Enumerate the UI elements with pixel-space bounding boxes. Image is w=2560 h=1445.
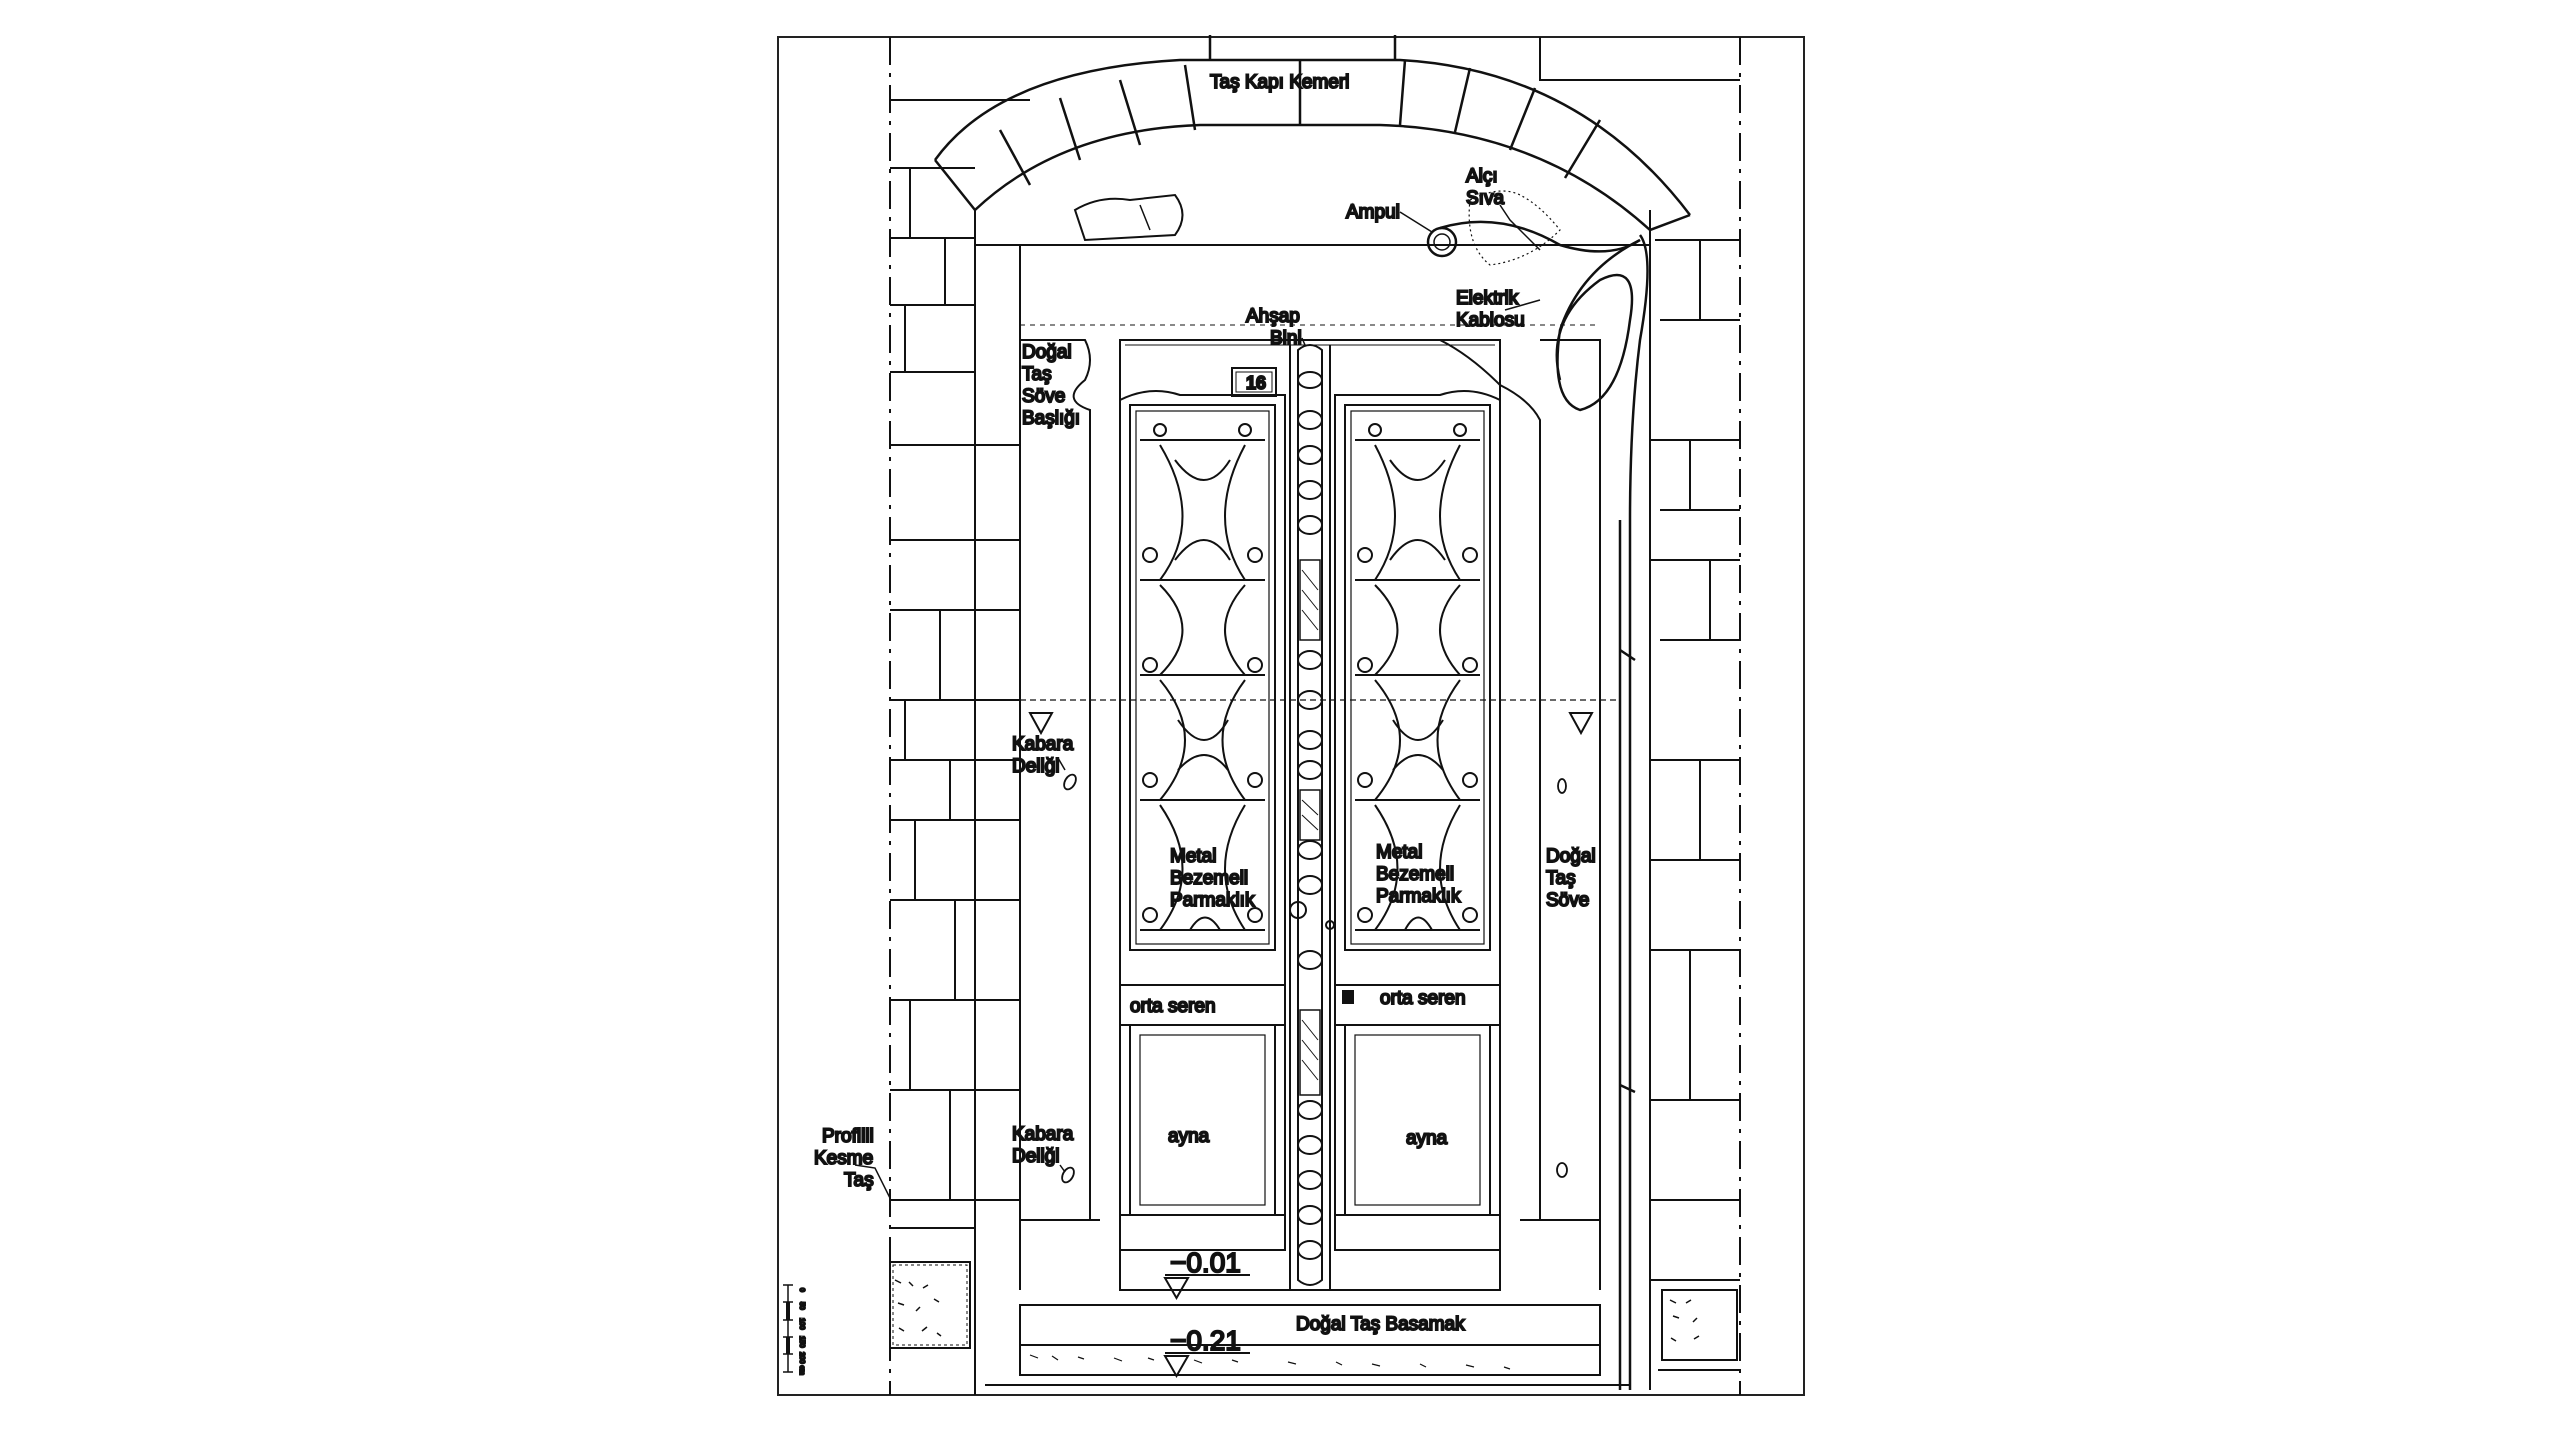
label-arch: Taş Kapı Kemeri — [1210, 72, 1349, 93]
label-profiled-stone-3: Taş — [844, 1170, 874, 1191]
label-knocker-hole-lower-1: Kabara — [1012, 1124, 1074, 1145]
drawing-frame — [777, 36, 1805, 1396]
label-profiled-stone-2: Kesme — [814, 1148, 873, 1169]
house-number: 16 — [1246, 373, 1266, 393]
label-cable-1: Elektrik — [1456, 288, 1519, 309]
scale-tick-200: 200 cm — [798, 1352, 805, 1375]
label-jamb-right-2: Taş — [1546, 868, 1576, 889]
scale-bar — [783, 1284, 793, 1373]
level-door: −0.01 — [1170, 1247, 1241, 1278]
label-grille-left-3: Parmaklık — [1170, 890, 1255, 911]
label-rail-left: orta seren — [1130, 996, 1216, 1017]
electric-cable — [1439, 220, 1649, 1390]
label-plaster-2: Sıva — [1466, 188, 1504, 209]
label-bulb: Ampul — [1346, 202, 1400, 223]
label-grille-right-2: Bezemeli — [1376, 864, 1454, 885]
label-panel-right: ayna — [1406, 1128, 1448, 1149]
metal-grille-left — [1140, 423, 1265, 931]
house-number-plate — [1231, 367, 1277, 397]
level-markers — [1028, 712, 1594, 1379]
scale-tick-150: 150 — [798, 1336, 805, 1348]
label-jamb-right-3: Söve — [1546, 890, 1589, 911]
label-jamb-cap-4: Başlığı — [1022, 408, 1080, 429]
metal-grille-right — [1355, 423, 1480, 931]
bulb-icon — [1399, 211, 1458, 258]
label-rail-right: orta seren — [1380, 988, 1466, 1009]
label-jamb-cap-1: Doğal — [1022, 342, 1072, 363]
stone-jambs — [890, 324, 1620, 1290]
scale-tick-50: 50 — [798, 1302, 805, 1310]
label-grille-left-1: Metal — [1170, 846, 1216, 867]
wooden-astragal — [1289, 344, 1335, 1290]
label-grille-left-2: Bezemeli — [1170, 868, 1248, 889]
label-grille-right-3: Parmaklık — [1376, 886, 1461, 907]
label-plaster-1: Alçı — [1466, 166, 1498, 187]
stone-step — [985, 1304, 1630, 1386]
scale-tick-100: 100 — [798, 1318, 805, 1330]
level-step: −0.21 — [1170, 1325, 1241, 1356]
tympanum — [975, 190, 1650, 266]
label-jamb-right-1: Doğal — [1546, 846, 1596, 867]
label-step: Doğal Taş Basamak — [1296, 1314, 1465, 1335]
label-knocker-hole-lower-2: Deliği — [1012, 1146, 1060, 1167]
label-astragal-2: Bini — [1270, 328, 1302, 349]
masonry-right — [1539, 37, 1741, 1395]
door-leaf-left — [1119, 390, 1286, 1251]
label-profiled-stone-1: Profilli — [822, 1126, 874, 1147]
leader-lines — [854, 204, 1541, 1199]
label-knocker-hole-upper-1: Kabara — [1012, 734, 1074, 755]
label-grille-right-1: Metal — [1376, 842, 1422, 863]
label-panel-left: ayna — [1168, 1126, 1210, 1147]
door-leaf-right — [1334, 390, 1501, 1251]
label-jamb-cap-2: Taş — [1022, 364, 1052, 385]
knocker-hole-icons — [1061, 773, 1568, 1184]
label-astragal-1: Ahşap — [1246, 306, 1300, 327]
scale-tick-0: 0 — [798, 1288, 805, 1292]
label-jamb-cap-3: Söve — [1022, 386, 1065, 407]
label-cable-2: Kablosu — [1456, 310, 1525, 331]
masonry-left — [889, 37, 1030, 1395]
stone-arch — [933, 35, 1691, 232]
label-knocker-hole-upper-2: Deliği — [1012, 756, 1060, 777]
